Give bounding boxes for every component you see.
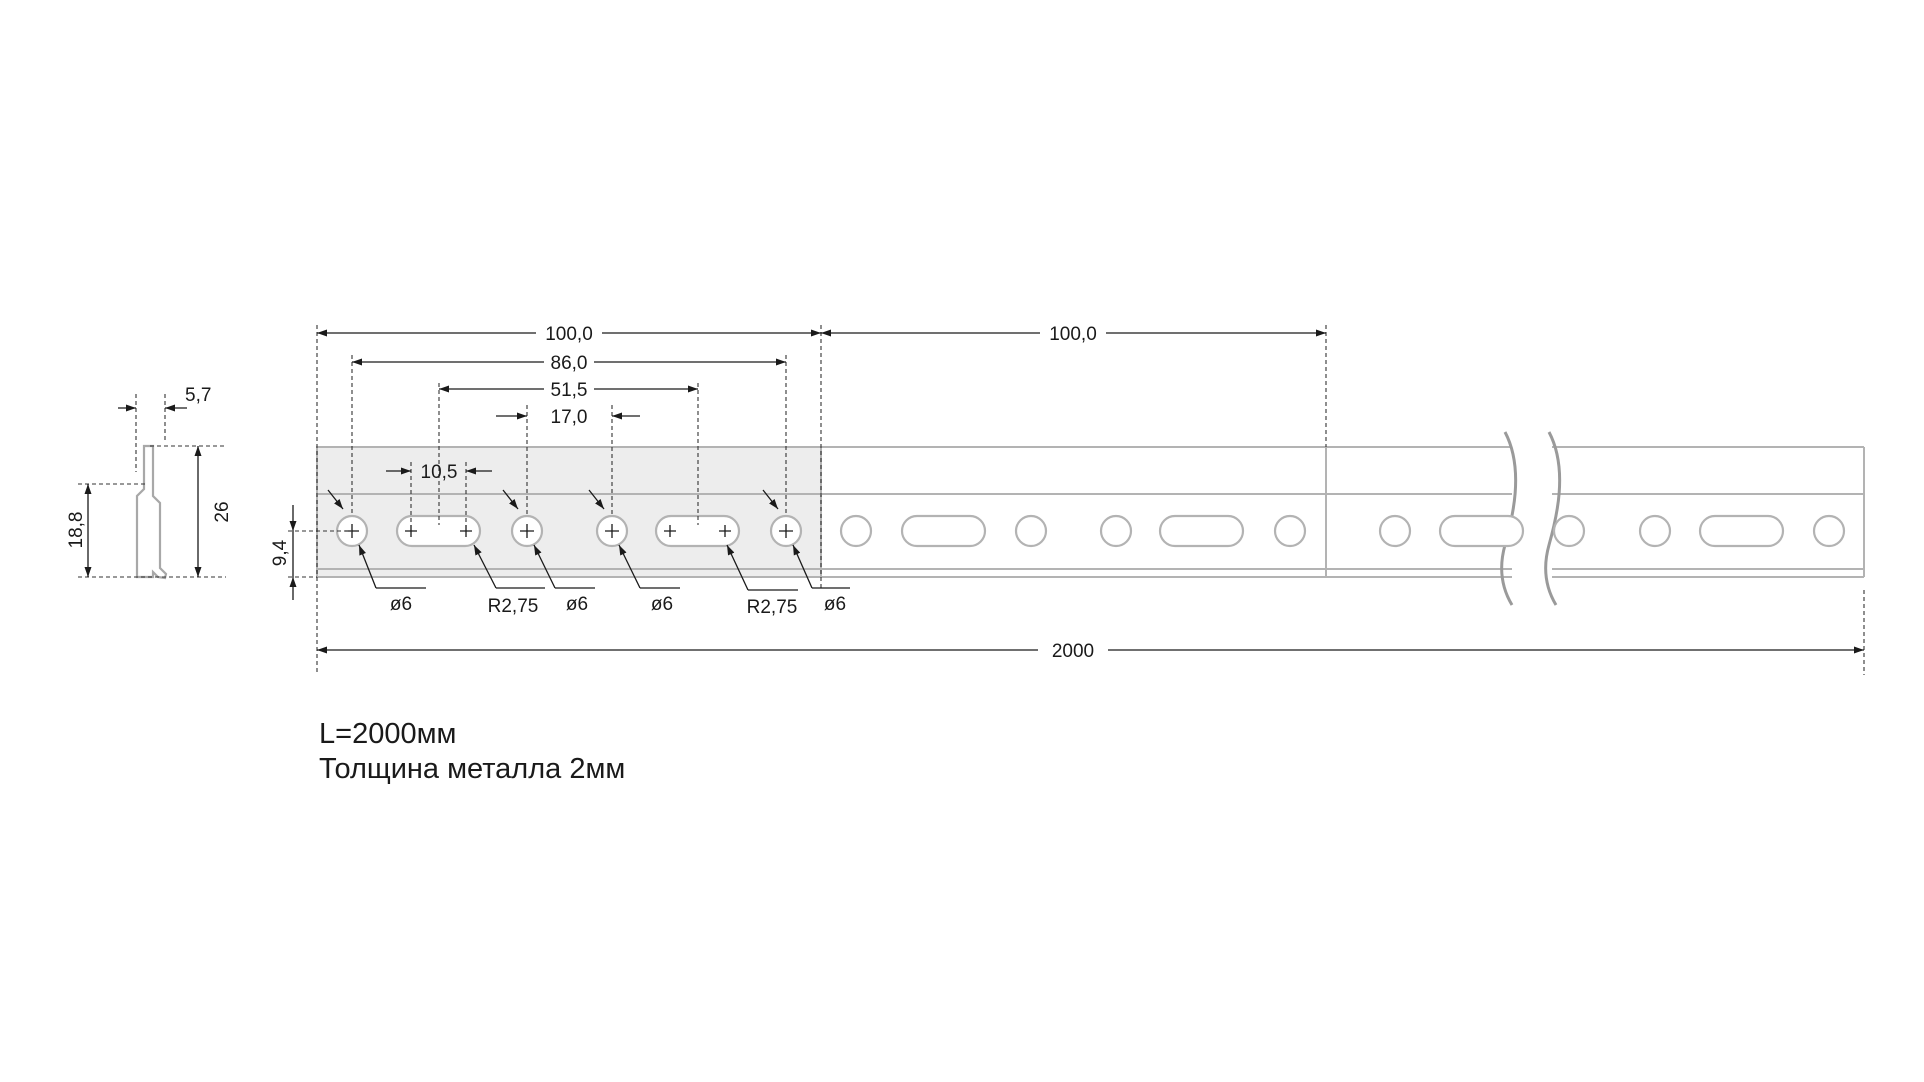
dim-label-pitch-2: 100,0 — [1049, 324, 1097, 345]
callout-leader — [618, 544, 641, 589]
slot — [1698, 514, 1785, 548]
callout-leader — [726, 544, 749, 591]
callout-leader — [792, 544, 813, 589]
center-mark — [605, 524, 619, 538]
hole — [1552, 514, 1586, 548]
rail-view — [316, 431, 1865, 606]
hole — [1014, 514, 1048, 548]
callout-leader — [533, 544, 556, 589]
profile-height-label: 26 — [212, 501, 233, 522]
center-mark — [405, 525, 417, 537]
dim-label-gap: 17,0 — [551, 407, 588, 428]
dim-label-span-slots: 51,5 — [551, 380, 588, 401]
center-mark — [664, 525, 676, 537]
hole — [1099, 514, 1133, 548]
callout-leader — [358, 544, 377, 589]
profile-width-label: 5,7 — [185, 385, 211, 406]
center-mark — [719, 525, 731, 537]
callout-hole-4: ø6 — [824, 594, 846, 615]
pointer-arrow — [502, 489, 519, 510]
slot — [900, 514, 987, 548]
profile-shape — [135, 444, 168, 580]
callout-slot-2: R2,75 — [747, 597, 798, 618]
hole — [839, 514, 873, 548]
callout-hole-3: ø6 — [651, 594, 673, 615]
note-thickness: Толщина металла 2мм — [319, 753, 626, 785]
note-length: L=2000мм — [319, 718, 457, 750]
hole — [1273, 514, 1307, 548]
pointer-arrow — [327, 489, 344, 510]
dim-label-slot: 10,5 — [421, 462, 458, 483]
center-mark — [460, 525, 472, 537]
dim-label-hole-height: 9,4 — [270, 539, 291, 566]
break-line-icon — [1544, 431, 1562, 606]
profile-lower-label: 18,8 — [66, 512, 87, 549]
callout-slot-1: R2,75 — [488, 596, 539, 617]
center-mark — [520, 524, 534, 538]
profile-section: 5,7 26 18,8 — [66, 385, 233, 580]
hole — [1812, 514, 1846, 548]
callout-hole-1: ø6 — [390, 594, 412, 615]
dim-label-pitch-1: 100,0 — [545, 324, 593, 345]
callout-hole-2: ø6 — [566, 594, 588, 615]
highlighted-section — [316, 446, 822, 578]
slot — [1158, 514, 1245, 548]
dim-label-total: 2000 — [1052, 641, 1094, 662]
pointer-arrow — [762, 489, 779, 510]
callout-leader — [473, 544, 497, 589]
hole — [1378, 514, 1412, 548]
center-mark — [779, 524, 793, 538]
slot — [1438, 514, 1525, 548]
hole — [1638, 514, 1672, 548]
pointer-arrow — [588, 489, 605, 510]
dim-label-span-holes: 86,0 — [551, 353, 588, 374]
